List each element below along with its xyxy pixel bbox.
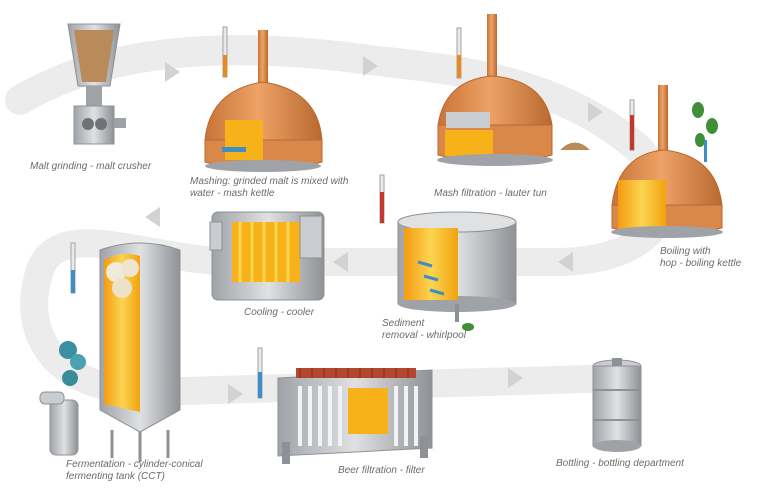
malt-crusher-icon (67, 23, 126, 145)
mash-kettle-icon (204, 30, 323, 172)
thermometer-icon (379, 174, 385, 224)
flow-arrow-icon (228, 384, 243, 404)
flow-arrow-icon (165, 62, 180, 82)
keg-icon (592, 358, 642, 452)
co2-pipe-icon (39, 391, 79, 456)
flow-arrow-icon (363, 56, 378, 76)
flow-arrow-icon (588, 102, 603, 122)
flow-arrow-icon (145, 207, 160, 227)
caption-boiling: Boiling with hop - boiling kettle (660, 246, 742, 269)
caption-fermentation: Fermentation - cylinder-conical fermenti… (66, 459, 203, 482)
fermenting-tank-icon (59, 242, 181, 462)
caption-mashing: Mashing: grinded malt is mixed with wate… (190, 176, 349, 199)
caption-cooling: Cooling - cooler (244, 307, 315, 318)
thermometer-icon (257, 347, 263, 399)
thermometer-icon (222, 26, 228, 78)
caption-malt-grinding: Malt grinding - malt crusher (30, 161, 152, 172)
caption-mash-filtration: Mash filtration - lauter tun (434, 188, 547, 199)
caption-bottling: Bottling - bottling department (556, 458, 684, 469)
whirlpool-icon (397, 211, 517, 331)
flow-arrow-icon (333, 252, 348, 272)
thermometer-icon (629, 99, 635, 151)
lauter-tun-icon (437, 14, 590, 166)
flow-arrows (145, 56, 603, 404)
flow-arrow-icon (508, 368, 523, 388)
hop-icon (692, 102, 718, 162)
caption-beer-filtration: Beer filtration - filter (338, 465, 425, 476)
boiling-kettle-icon (611, 85, 723, 238)
thermometer-icon (456, 27, 462, 79)
beer-filter-icon (277, 368, 433, 464)
caption-sediment-removal: Sediment removal - whirlpool (382, 318, 466, 341)
thermometer-icon (70, 242, 76, 294)
cooler-icon (209, 211, 325, 301)
flow-arrow-icon (558, 252, 573, 272)
